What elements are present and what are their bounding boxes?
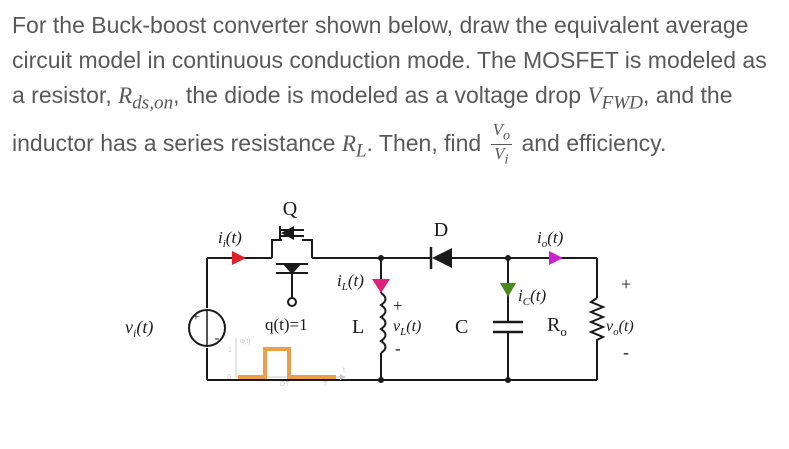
wave-dt-label: DT — [280, 381, 290, 388]
source-plus-sign: + — [192, 310, 200, 325]
vi-label: vi(t) — [125, 317, 153, 340]
ii-arrow-icon — [232, 251, 246, 265]
c-label: C — [455, 316, 468, 338]
switching-waveform — [235, 338, 346, 380]
mosfet-q — [271, 229, 313, 307]
vo-label: vo(t) — [606, 318, 634, 338]
vl-plus-sign: + — [393, 296, 403, 315]
ic-arrow-icon — [500, 283, 516, 297]
wave-t-axis-label: t — [343, 367, 345, 374]
q-label: Q — [283, 198, 298, 220]
vfwd-symbol: VFWD — [587, 83, 643, 114]
inductor-l — [379, 292, 387, 354]
vo-minus-sign: - — [623, 342, 629, 362]
wave-one-label: 1 — [228, 347, 232, 354]
ii-label: ii(t) — [218, 228, 242, 250]
voltage-source-vi — [188, 309, 226, 347]
wave-t-end-label: T — [323, 381, 328, 388]
ro-label: Ro — [547, 314, 567, 339]
il-label: iL(t) — [337, 271, 364, 293]
ic-label: iC(t) — [518, 286, 546, 308]
vo-plus-sign: + — [621, 274, 631, 294]
source-minus-sign: - — [215, 331, 220, 346]
vl-minus-sign: - — [395, 339, 401, 358]
problem-text-4: . Then, find — [366, 129, 488, 156]
mosfet-body-diode — [281, 226, 294, 240]
problem-text-5: and efficiency. — [515, 129, 667, 156]
problem-text-3: , and the inductor has a series resistan… — [12, 82, 733, 156]
problem-statement: For the Buck-boost converter shown below… — [12, 8, 782, 168]
problem-text-2: , the diode is modeled as a voltage drop — [173, 82, 588, 108]
rds-on-symbol: Rds,on — [118, 83, 174, 114]
qt-label: q(t)=1 — [265, 315, 308, 334]
capacitor-c — [493, 320, 523, 334]
resistor-ro — [588, 297, 606, 352]
io-arrow-icon — [549, 251, 563, 265]
problem-text-1: For the Buck-boost converter shown below… — [12, 12, 767, 108]
rl-symbol: RL — [341, 130, 367, 162]
diode-d — [422, 247, 452, 269]
d-label: D — [434, 219, 448, 241]
wave-zero-label: 0 — [227, 374, 231, 381]
l-label: L — [352, 316, 364, 338]
wave-y-label: q(t) — [240, 338, 251, 345]
il-arrow-icon — [372, 279, 390, 293]
vl-label: vL(t) — [393, 318, 421, 338]
junction-dots — [378, 255, 511, 383]
circuit-wires — [206, 257, 598, 381]
io-label: io(t) — [537, 228, 564, 250]
